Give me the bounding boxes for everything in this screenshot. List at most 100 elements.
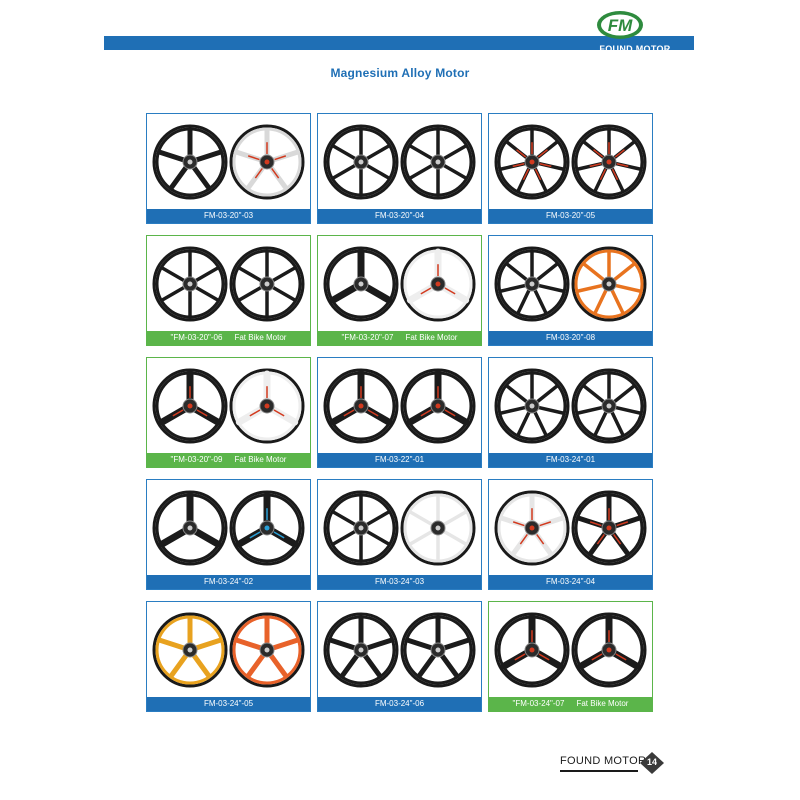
product-caption: "FM-03-20"-09 Fat Bike Motor <box>147 453 310 467</box>
product-type: Fat Bike Motor <box>234 455 287 464</box>
wheel-image <box>152 490 228 566</box>
wheel-image <box>400 612 476 688</box>
product-caption: FM-03-24"-03 <box>318 575 481 589</box>
product-photo <box>152 612 305 688</box>
product-card: FM-03-24"-04 <box>488 479 653 590</box>
page-number: 14 <box>646 757 657 767</box>
product-code: FM-03-20"-04 <box>374 211 425 220</box>
product-code: "FM-03-20"-09 <box>170 455 223 464</box>
wheel-image <box>400 124 476 200</box>
product-photo <box>152 246 305 322</box>
product-photo <box>323 368 476 444</box>
wheel-image <box>571 612 647 688</box>
product-card: FM-03-24"-03 <box>317 479 482 590</box>
product-code: FM-03-24"-06 <box>374 699 425 708</box>
product-caption: FM-03-24"-06 <box>318 697 481 711</box>
wheel-image <box>494 368 570 444</box>
product-code: FM-03-24"-05 <box>203 699 254 708</box>
product-photo <box>494 368 647 444</box>
brand-name: FOUND MOTOR <box>599 44 671 54</box>
product-type: Fat Bike Motor <box>234 333 287 342</box>
footer: FOUND MOTOR 14 <box>560 752 670 776</box>
product-caption: FM-03-20"-08 <box>489 331 652 345</box>
wheel-image <box>323 490 399 566</box>
wheel-image <box>571 246 647 322</box>
product-type: Fat Bike Motor <box>405 333 458 342</box>
product-photo <box>152 368 305 444</box>
product-card: FM-03-20"-04 <box>317 113 482 224</box>
product-photo <box>323 612 476 688</box>
product-photo <box>494 246 647 322</box>
product-caption: FM-03-20"-03 <box>147 209 310 223</box>
wheel-image <box>152 124 228 200</box>
product-photo <box>323 490 476 566</box>
wheel-image <box>229 612 305 688</box>
product-code: FM-03-20"-08 <box>545 333 596 342</box>
product-card: FM-03-20"-08 <box>488 235 653 346</box>
wheel-image <box>323 246 399 322</box>
wheel-image <box>494 612 570 688</box>
product-caption: "FM-03-20"-07 Fat Bike Motor <box>318 331 481 345</box>
wheel-image <box>323 368 399 444</box>
product-code: "FM-03-20"-07 <box>341 333 394 342</box>
product-caption: FM-03-22"-01 <box>318 453 481 467</box>
product-caption: FM-03-20"-04 <box>318 209 481 223</box>
product-photo <box>152 124 305 200</box>
wheel-image <box>152 612 228 688</box>
wheel-image <box>152 368 228 444</box>
product-card: FM-03-20"-05 <box>488 113 653 224</box>
page-title: Magnesium Alloy Motor <box>330 66 470 80</box>
product-code: "FM-03-20"-06 <box>170 333 223 342</box>
product-photo <box>323 246 476 322</box>
wheel-image <box>494 246 570 322</box>
product-caption: "FM-03-20"-06 Fat Bike Motor <box>147 331 310 345</box>
product-card: "FM-03-20"-06 Fat Bike Motor <box>146 235 311 346</box>
footer-brand: FOUND MOTOR <box>560 755 647 767</box>
product-photo <box>494 124 647 200</box>
product-caption: FM-03-24"-01 <box>489 453 652 467</box>
wheel-image <box>494 490 570 566</box>
wheel-image <box>152 246 228 322</box>
product-card: FM-03-24"-02 <box>146 479 311 590</box>
product-photo <box>323 124 476 200</box>
found-motor-logo-icon: FM <box>597 11 643 39</box>
product-caption: FM-03-20"-05 <box>489 209 652 223</box>
product-code: FM-03-24"-04 <box>545 577 596 586</box>
wheel-image <box>494 124 570 200</box>
wheel-image <box>400 246 476 322</box>
wheel-image <box>571 368 647 444</box>
header-bar <box>104 36 694 50</box>
product-caption: FM-03-24"-04 <box>489 575 652 589</box>
product-code: FM-03-24"-02 <box>203 577 254 586</box>
wheel-image <box>323 124 399 200</box>
product-type: Fat Bike Motor <box>576 699 629 708</box>
product-caption: FM-03-24"-02 <box>147 575 310 589</box>
product-code: FM-03-20"-03 <box>203 211 254 220</box>
product-code: FM-03-24"-03 <box>374 577 425 586</box>
product-card: FM-03-24"-06 <box>317 601 482 712</box>
product-code: FM-03-20"-05 <box>545 211 596 220</box>
wheel-image <box>229 246 305 322</box>
product-photo <box>494 612 647 688</box>
product-caption: FM-03-24"-05 <box>147 697 310 711</box>
product-code: FM-03-24"-01 <box>545 455 596 464</box>
product-card: FM-03-24"-05 <box>146 601 311 712</box>
page-badge-icon <box>640 752 664 774</box>
wheel-image <box>229 368 305 444</box>
product-photo <box>152 490 305 566</box>
brand-logo: FM FOUND MOTOR <box>574 10 696 56</box>
logo-letters: FM <box>608 16 633 35</box>
wheel-image <box>229 490 305 566</box>
product-card: "FM-03-20"-09 Fat Bike Motor <box>146 357 311 468</box>
wheel-image <box>571 124 647 200</box>
product-photo <box>494 490 647 566</box>
wheel-image <box>571 490 647 566</box>
product-card: FM-03-20"-03 <box>146 113 311 224</box>
product-card: FM-03-24"-01 <box>488 357 653 468</box>
product-card: FM-03-22"-01 <box>317 357 482 468</box>
wheel-image <box>400 368 476 444</box>
wheel-image <box>400 490 476 566</box>
